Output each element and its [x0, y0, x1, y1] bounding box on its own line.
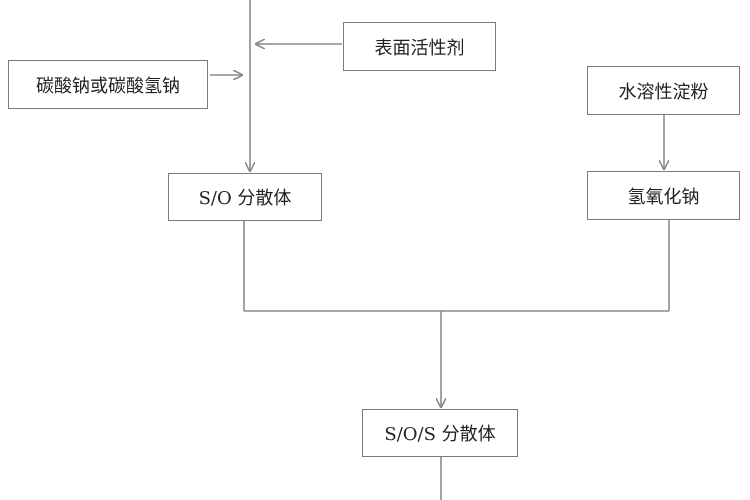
sos-dispersion-label: S/O/S 分散体 — [384, 424, 496, 445]
naoh-box: 氢氧化钠 — [587, 171, 740, 220]
starch-label: 水溶性淀粉 — [618, 81, 709, 103]
starch-box: 水溶性淀粉 — [587, 66, 740, 115]
surfactant-box: 表面活性剂 — [343, 22, 496, 71]
naoh-label: 氢氧化钠 — [627, 186, 700, 208]
surfactant-label: 表面活性剂 — [374, 37, 465, 59]
carbonate-label: 碳酸钠或碳酸氢钠 — [36, 75, 180, 97]
so-dispersion-box: S/O 分散体 — [168, 173, 322, 221]
carbonate-box: 碳酸钠或碳酸氢钠 — [8, 60, 208, 109]
so-dispersion-label: S/O 分散体 — [198, 188, 292, 209]
sos-dispersion-box: S/O/S 分散体 — [362, 409, 518, 457]
